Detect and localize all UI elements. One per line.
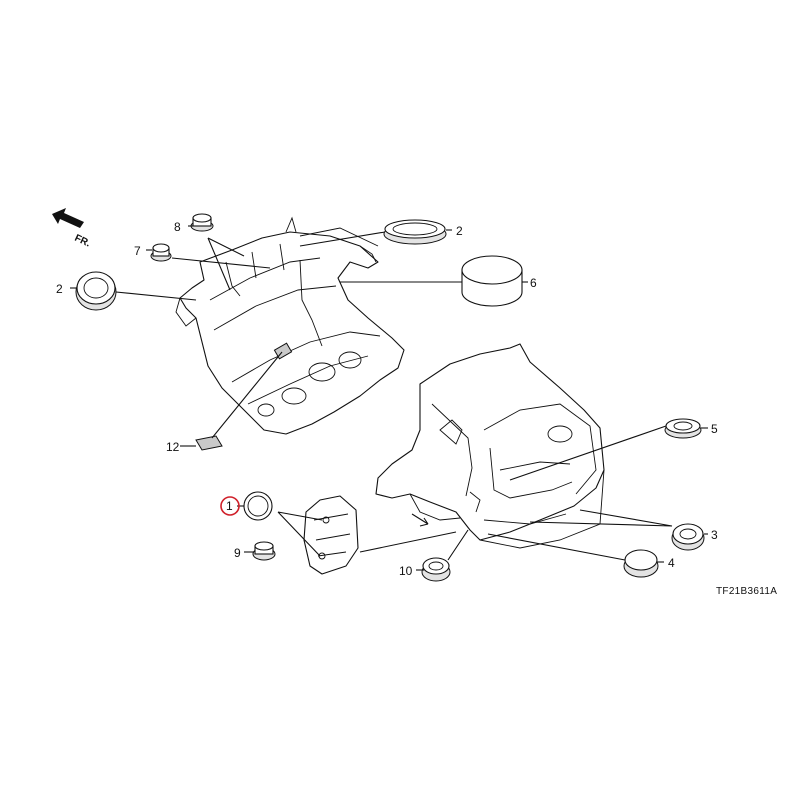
callout-4: 4 [668,556,675,570]
rear-body-section [375,343,605,549]
callout-labels: 8 7 2 2 6 12 5 3 4 10 9 1 [56,220,718,578]
part-2-oval-plug-top [383,219,447,245]
callout-9: 9 [234,546,241,560]
callout-5: 5 [711,422,718,436]
callout-12: 12 [166,440,180,454]
callout-6: 6 [530,276,537,290]
part-3-grommet [671,523,705,551]
part-9-grommet [252,541,276,561]
part-5-grommet [664,418,702,439]
callout-3: 3 [711,528,718,542]
callout-2-top: 2 [456,224,463,238]
part-12-pad [195,435,223,451]
front-floor-panel [175,216,405,435]
leader-lines [70,225,708,571]
callout-10: 10 [399,564,413,578]
side-bracket [303,495,359,575]
part-6-round-cap [461,255,523,307]
callout-8: 8 [174,220,181,234]
drawing-code: TF21B3611A [716,586,777,597]
highlight-ring [220,496,240,516]
part-7-grommet [150,243,172,262]
part-2-oval-plug-left [75,271,117,311]
callout-1-highlighted[interactable]: 1 [220,496,240,516]
part-1-plug [243,491,273,521]
front-indicator-label: FR. [73,233,92,250]
front-direction-arrow: FR. [52,208,92,250]
callout-7: 7 [134,244,141,258]
part-4-plug [623,549,659,578]
part-10-grommet [421,557,451,582]
part-8-grommet [190,213,214,232]
callout-1: 1 [226,499,233,513]
callout-2-left: 2 [56,282,63,296]
